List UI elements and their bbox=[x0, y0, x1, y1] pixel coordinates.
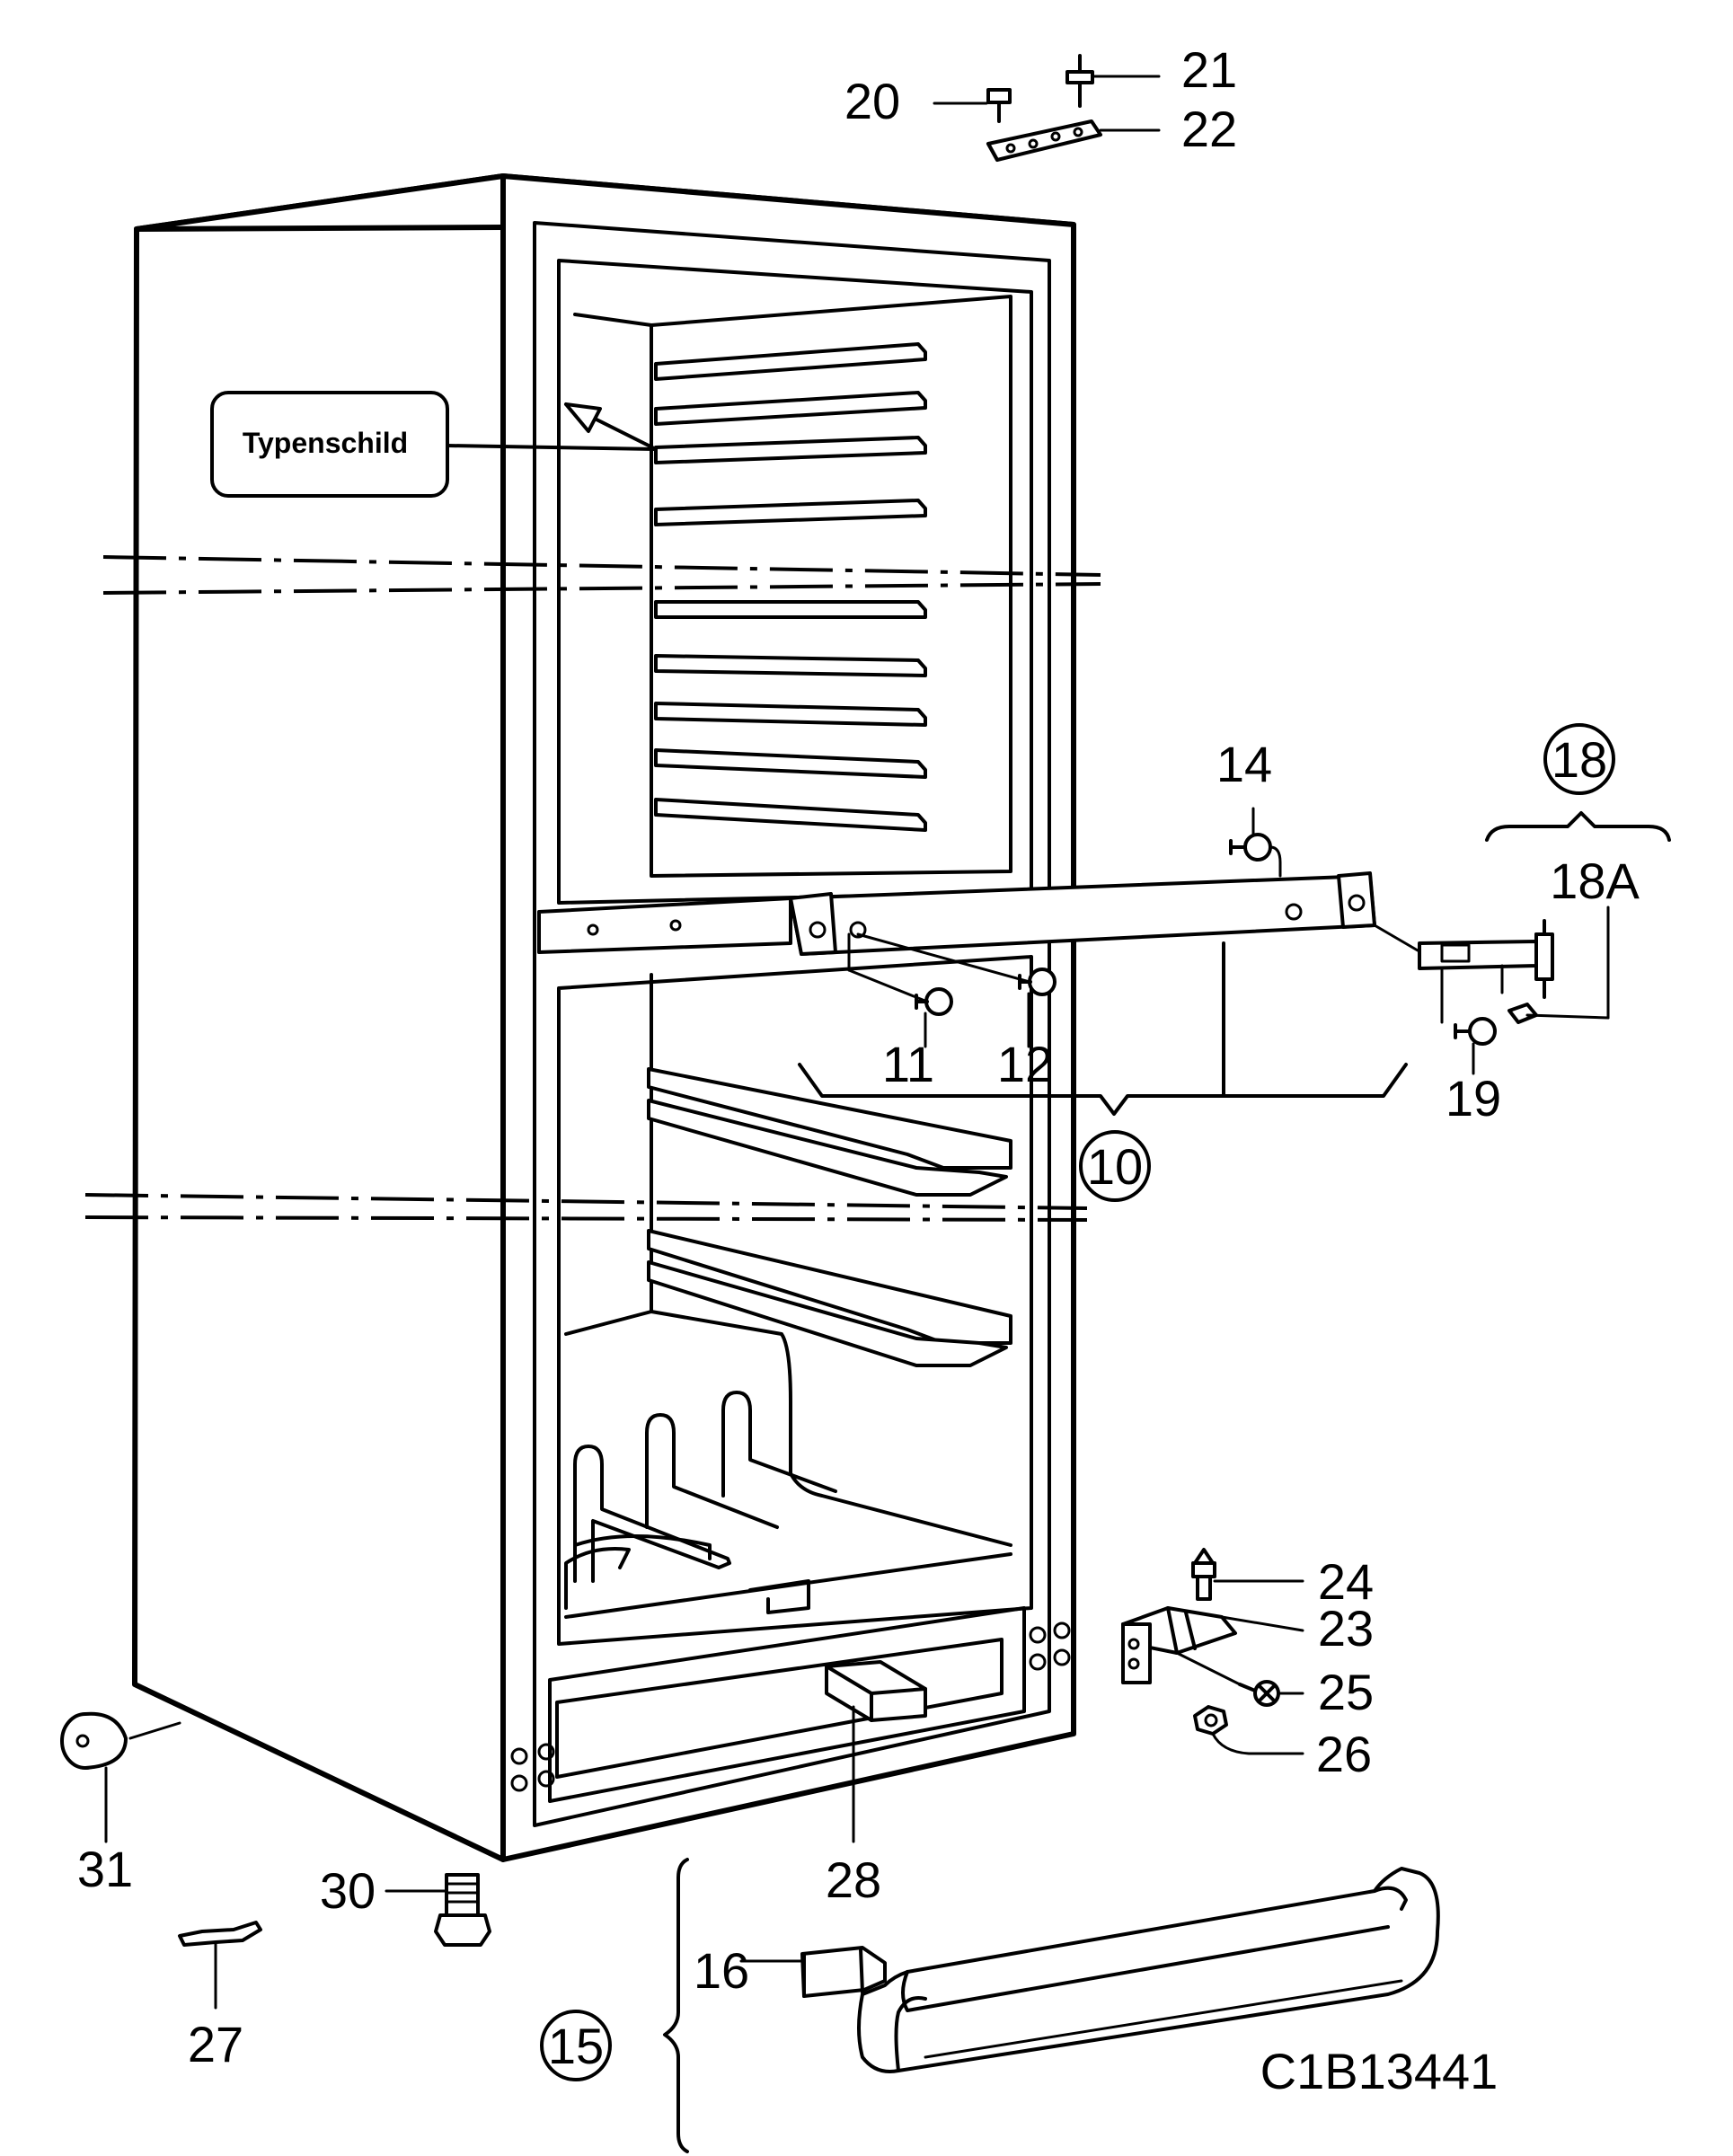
break-line-upper-b bbox=[102, 582, 1101, 595]
front-frame-inner bbox=[533, 221, 1051, 1827]
label-26: 26 bbox=[1316, 1726, 1372, 1782]
part-21-stud bbox=[1065, 54, 1161, 108]
bar-hole bbox=[1348, 894, 1366, 912]
frame-hole bbox=[1053, 1621, 1071, 1639]
part-12-screw bbox=[856, 932, 1057, 1048]
part-26-nut bbox=[1193, 1705, 1304, 1755]
part-15-handle bbox=[857, 1867, 1440, 2073]
nameplate-leader bbox=[446, 444, 658, 451]
rail-hole bbox=[669, 919, 682, 932]
label-30: 30 bbox=[320, 1862, 376, 1919]
label-24: 24 bbox=[1318, 1553, 1374, 1610]
part-25-screw bbox=[1175, 1651, 1304, 1707]
part-31-foot bbox=[60, 1711, 181, 1843]
label-23: 23 bbox=[1318, 1600, 1374, 1657]
cabinet bbox=[132, 173, 1076, 1862]
freezer-edge-line bbox=[573, 313, 653, 327]
part-18-hinge bbox=[1373, 906, 1610, 1024]
part-16-cap bbox=[739, 1946, 887, 1998]
nameplate-label: Typenschild bbox=[243, 427, 408, 459]
nameplate-callout: Typenschild bbox=[210, 391, 658, 498]
nameplate-arrowhead bbox=[564, 402, 602, 433]
label-21: 21 bbox=[1181, 41, 1237, 98]
bracket-18 bbox=[1485, 811, 1671, 842]
break-line-upper-a bbox=[102, 555, 1101, 577]
label-16: 16 bbox=[694, 1942, 749, 1999]
label-18a: 18A bbox=[1550, 853, 1640, 909]
label-15: 15 bbox=[548, 2018, 604, 2074]
part-22-bracket bbox=[986, 119, 1161, 162]
circle-18 bbox=[1543, 723, 1615, 795]
frame-hole bbox=[1029, 1626, 1047, 1644]
bar-hole bbox=[1285, 903, 1303, 921]
label-22: 22 bbox=[1181, 101, 1237, 157]
label-27: 27 bbox=[188, 2016, 243, 2072]
part-11-screw bbox=[847, 932, 953, 1048]
frame-hole bbox=[537, 1770, 555, 1788]
frame-hole bbox=[510, 1774, 528, 1792]
label-12: 12 bbox=[997, 1036, 1053, 1092]
frame-hole bbox=[1053, 1648, 1071, 1666]
label-25: 25 bbox=[1318, 1664, 1374, 1720]
part-20-screw bbox=[933, 88, 1012, 123]
label-18: 18 bbox=[1552, 731, 1607, 788]
circle-10 bbox=[1079, 1130, 1151, 1202]
bracket-15 bbox=[663, 1858, 689, 2153]
part-27-clip bbox=[178, 1921, 262, 2010]
bottom-compartment-inner bbox=[555, 1638, 1004, 1779]
break-line-lower-a bbox=[84, 1193, 1088, 1210]
frame-hole bbox=[510, 1747, 528, 1765]
label-14: 14 bbox=[1216, 736, 1272, 792]
part-28-drawing bbox=[825, 1660, 927, 1722]
break-line-lower-b bbox=[84, 1215, 1088, 1222]
freezer-back-wall bbox=[650, 295, 1012, 878]
label-20: 20 bbox=[844, 73, 900, 129]
bar-hole bbox=[849, 921, 867, 939]
label-10: 10 bbox=[1087, 1138, 1143, 1195]
label-11: 11 bbox=[882, 1036, 934, 1092]
part-23-bracket bbox=[1121, 1606, 1304, 1684]
crisper-floor bbox=[564, 1310, 1012, 1547]
floor-ribs bbox=[564, 1391, 837, 1610]
part-24-pin bbox=[1191, 1548, 1304, 1601]
drawing-number: C1B13441 bbox=[1260, 2043, 1499, 2099]
bar-hole bbox=[809, 921, 827, 939]
frame-hole bbox=[1029, 1653, 1047, 1671]
frame-hole bbox=[537, 1743, 555, 1761]
bottom-compartment bbox=[548, 1606, 1026, 1803]
label-31: 31 bbox=[77, 1841, 133, 1897]
label-19: 19 bbox=[1446, 1070, 1501, 1127]
fridge-opening bbox=[557, 955, 1033, 1646]
divider-rail bbox=[537, 897, 792, 954]
hinge-bar-end-right bbox=[1337, 871, 1376, 929]
part-14-screw bbox=[1229, 807, 1282, 878]
circle-15 bbox=[540, 2010, 612, 2081]
hinge-bar-assembly bbox=[789, 871, 1408, 1116]
drain-detail bbox=[748, 1579, 810, 1614]
rail-hole bbox=[587, 923, 599, 936]
part-30-bolt bbox=[385, 1873, 491, 1947]
evaporator-shelves-upper bbox=[654, 342, 927, 832]
bracket-10 bbox=[798, 1063, 1408, 1116]
fridge-shelf-rails bbox=[647, 1067, 1012, 1367]
label-28: 28 bbox=[826, 1851, 881, 1908]
part-19-screw bbox=[1440, 968, 1497, 1075]
